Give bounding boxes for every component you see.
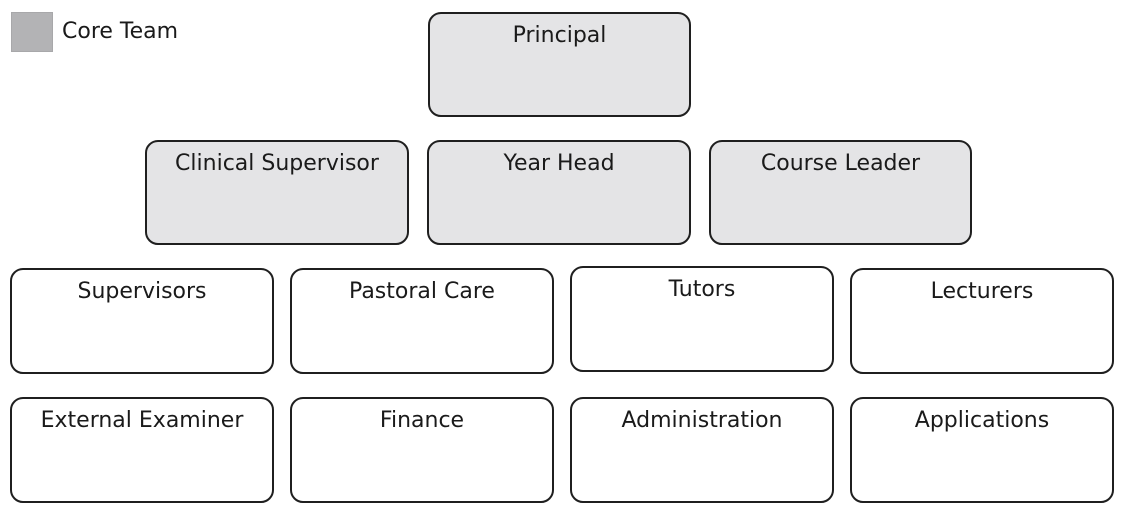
box-lecturers: Lecturers [850,268,1114,374]
box-principal: Principal [428,12,691,117]
box-tutors: Tutors [570,266,834,372]
box-label: Finance [379,408,465,433]
box-label: Clinical Supervisor [175,151,379,176]
legend-swatch-core-team [11,12,53,52]
box-label: Administration [621,408,783,433]
box-course-leader: Course Leader [709,140,972,245]
box-pastoral-care: Pastoral Care [290,268,554,374]
box-label: Supervisors [77,279,207,304]
box-external-examiner: External Examiner [10,397,274,503]
box-label: Pastoral Care [349,279,495,304]
box-label: Year Head [503,151,615,176]
box-supervisors: Supervisors [10,268,274,374]
box-label: External Examiner [40,408,244,433]
box-finance: Finance [290,397,554,503]
box-label: Applications [914,408,1050,433]
box-label: Course Leader [760,151,921,176]
legend-label: Core Team [62,19,179,44]
box-administration: Administration [570,397,834,503]
box-year-head: Year Head [427,140,691,245]
box-label: Principal [512,23,607,48]
box-label: Tutors [668,277,736,302]
box-clinical-supervisor: Clinical Supervisor [145,140,409,245]
box-applications: Applications [850,397,1114,503]
box-label: Lecturers [930,279,1034,304]
